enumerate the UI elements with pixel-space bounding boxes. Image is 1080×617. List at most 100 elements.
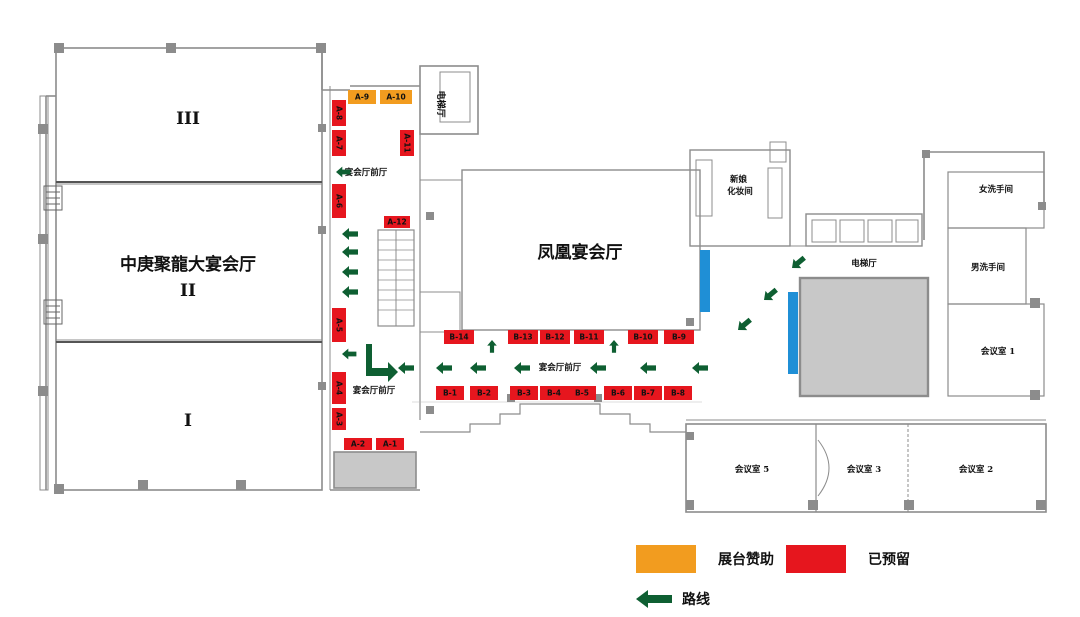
bridal-room-label-line1: 新娘 — [730, 174, 748, 185]
mens-restroom-label: 男洗手间 — [971, 262, 1005, 273]
booth-label: B-13 — [513, 333, 532, 342]
booth-b-1: B-1 — [436, 386, 464, 400]
meeting-room-2-label: 会议室 2 — [958, 464, 993, 475]
booth-label: B-4 — [547, 389, 561, 398]
booth-b-11: B-11 — [574, 330, 604, 344]
booth-box — [574, 330, 604, 344]
womens-restroom-label: 女洗手间 — [979, 184, 1013, 195]
route-arrow-icon — [764, 287, 778, 301]
route-arrow-icon — [470, 362, 486, 374]
booth-label: A-10 — [386, 93, 405, 102]
booth-a-6: A-6 — [332, 184, 346, 218]
booth-b-5: B-5 — [568, 386, 596, 400]
booth-box — [332, 408, 346, 430]
booth-a-5: A-5 — [332, 308, 346, 342]
booth-box — [348, 90, 376, 104]
hall-3-label: III — [176, 109, 200, 129]
hall-1-label: I — [184, 411, 192, 431]
booth-label: A-2 — [351, 440, 365, 449]
booth-a-12: A-12 — [384, 216, 410, 228]
foyer-upper-label: 宴会厅前厅 — [345, 167, 388, 178]
route-arrow-icon — [514, 362, 530, 374]
route-arrow-icon — [342, 286, 358, 298]
booth-box — [380, 90, 412, 104]
booth-a-9: A-9 — [348, 90, 376, 104]
booth-box — [568, 386, 596, 400]
booth-box — [332, 100, 346, 126]
booth-box — [540, 386, 568, 400]
booth-a-1: A-1 — [376, 438, 404, 450]
booth-label: A-3 — [335, 412, 344, 426]
booth-box — [332, 184, 346, 218]
route-arrow-icon — [640, 362, 656, 374]
booth-label: A-4 — [335, 381, 344, 395]
booth-box — [436, 386, 464, 400]
booth-box — [634, 386, 662, 400]
phoenix-hall-title: 凤凰宴会厅 — [538, 242, 623, 263]
foyer-center-label: 宴会厅前厅 — [539, 362, 582, 373]
booth-box — [470, 386, 498, 400]
route-arrows — [336, 166, 806, 382]
route-turn-arrow-icon — [366, 344, 398, 382]
hall-2-label: II — [180, 281, 196, 301]
booth-label: B-11 — [579, 333, 598, 342]
booth-b-6: B-6 — [604, 386, 632, 400]
structural-columns — [38, 43, 1046, 510]
route-arrow-icon — [487, 340, 497, 353]
booth-a-10: A-10 — [380, 90, 412, 104]
booth-label: B-2 — [477, 389, 491, 398]
booth-label: B-1 — [443, 389, 457, 398]
route-arrow-icon — [436, 362, 452, 374]
route-arrow-icon — [342, 348, 357, 360]
route-arrow-icon — [342, 246, 358, 258]
booth-box — [664, 330, 694, 344]
booth-label: B-10 — [633, 333, 652, 342]
route-arrow-icon — [336, 166, 351, 178]
booth-box — [664, 386, 692, 400]
bridal-room-label: 新娘 化妆间 — [727, 174, 753, 197]
booth-label: A-12 — [387, 218, 406, 227]
meeting-room-3-label: 会议室 3 — [846, 464, 881, 475]
booth-box — [604, 386, 632, 400]
foyer-lower-label: 宴会厅前厅 — [353, 385, 396, 396]
booth-box — [332, 372, 346, 404]
booth-box — [384, 216, 410, 228]
elevator-hall-left-label: 电梯厅 — [435, 90, 447, 117]
booth-b-2: B-2 — [470, 386, 498, 400]
booth-box — [628, 330, 658, 344]
booth-label: B-3 — [517, 389, 531, 398]
elevator-hall-right-label: 电梯厅 — [851, 258, 877, 269]
booth-a-3: A-3 — [332, 408, 346, 430]
booth-b-9: B-9 — [664, 330, 694, 344]
elevator-hall-screen — [788, 292, 798, 374]
route-arrow-icon — [738, 317, 752, 331]
booth-label: A-11 — [403, 133, 412, 152]
route-arrow-icon — [342, 228, 358, 240]
booth-a-11: A-11 — [400, 130, 414, 156]
booth-box — [540, 330, 570, 344]
booth-b-7: B-7 — [634, 386, 662, 400]
booth-b-4: B-4 — [540, 386, 568, 400]
route-arrow-icon — [398, 362, 414, 374]
booth-label: A-5 — [335, 318, 344, 332]
booth-b-10: B-10 — [628, 330, 658, 344]
route-arrow-icon — [792, 255, 806, 269]
route-arrow-icon — [609, 340, 619, 353]
booth-label: A-9 — [355, 93, 369, 102]
booth-b-12: B-12 — [540, 330, 570, 344]
grand-hall-title: 中庚聚龍大宴会厅 — [120, 254, 256, 275]
route-arrow-icon — [342, 266, 358, 278]
booth-label: B-12 — [545, 333, 564, 342]
booth-box — [332, 308, 346, 342]
booth-b-14: B-14 — [444, 330, 474, 344]
phoenix-screen — [700, 250, 710, 312]
booth-a-7: A-7 — [332, 130, 346, 156]
route-arrow-icon — [590, 362, 606, 374]
building-walls — [39, 47, 1047, 513]
stairwells — [43, 185, 63, 325]
booth-a-2: A-2 — [344, 438, 372, 450]
bridal-room-label-line2: 化妆间 — [727, 186, 753, 197]
booth-label: B-8 — [671, 389, 685, 398]
route-arrow-icon — [692, 362, 708, 374]
